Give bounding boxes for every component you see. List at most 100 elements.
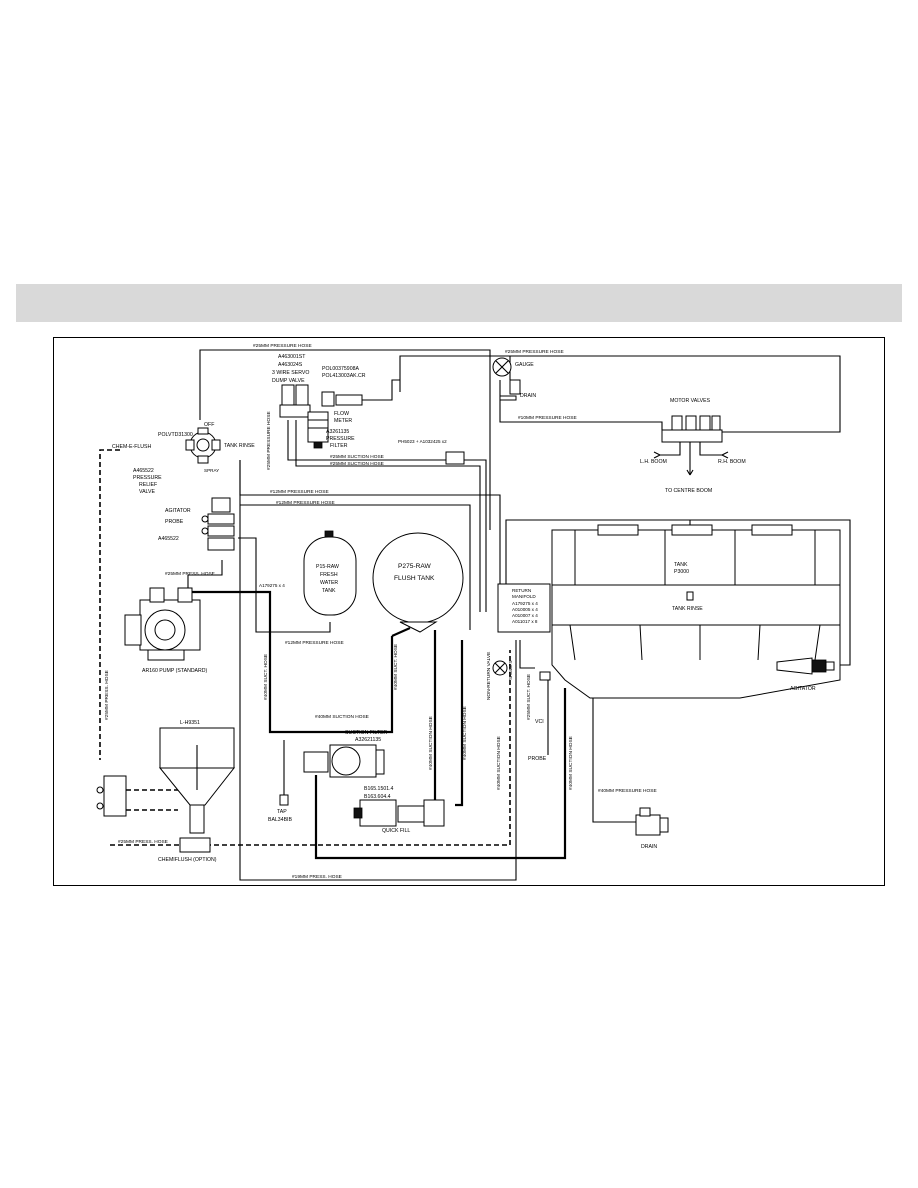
label-press-hose-19: #19MM PRESS. HOSE (292, 874, 342, 880)
label-press-hose-25-vert: #25MM PRESS. HOSE (104, 670, 110, 720)
tap (279, 740, 289, 806)
label-suction-filter1: SUCTION FILTER (345, 730, 388, 736)
label-suction-hose-b: #25MM SUCTION HOSE (330, 461, 384, 467)
label-return-6: A011017 x 8 (512, 619, 538, 624)
label-return-3: A179275 x 4 (512, 601, 538, 606)
suction-hose-25-a (287, 420, 487, 612)
quick-fill (353, 799, 445, 827)
label-l-h9351: L-H9351 (180, 720, 200, 726)
label-nonreturn: NON-RETURN VALVE (486, 652, 492, 700)
label-p275-1: P275-RAW (398, 563, 432, 570)
label-hose-12-a: #12MM PRESSURE HOSE (270, 489, 329, 495)
label-b165: B165.1501.4 (364, 786, 394, 792)
hose-to-agitator (505, 519, 851, 666)
pump (124, 587, 201, 661)
label-off: OFF (204, 422, 214, 428)
ph-valve (445, 451, 465, 465)
label-tank-1: TANK (674, 562, 688, 568)
label-filter-desc1: PRESSURE (326, 436, 355, 442)
label-motor-valves: MOTOR VALVES (670, 398, 711, 404)
label-b163: B163.604.4 (364, 794, 391, 800)
label-polvtd: POLVTD31300 (158, 432, 193, 438)
label-relief-desc1: PRESSURE (133, 475, 162, 481)
label-suction-filter2: A32621135 (355, 737, 381, 743)
label-pressure-40: #40MM PRESSURE HOSE (598, 788, 657, 794)
label-hose-12-c: #12MM PRESSURE HOSE (285, 640, 344, 646)
label-dump-desc1: 3 WIRE SERVO (272, 370, 309, 376)
label-suct-hose-40-vert: #40MM SUCT. HOSE (263, 654, 269, 700)
drain-valve (635, 807, 669, 836)
label-suct-hose-25-vert: #25MM SUCT. HOSE (526, 674, 532, 720)
label-probe-left: PROBE (165, 519, 184, 525)
suct-40-pump (190, 590, 300, 734)
return-manifold (497, 583, 551, 633)
label-p15-3: WATER (320, 580, 338, 586)
label-hose-top-right: #25MM PRESSURE HOSE (505, 349, 564, 355)
label-return-4: A010005 x 4 (512, 607, 538, 612)
header-band (16, 284, 902, 322)
label-hose-10: #10MM PRESSURE HOSE (518, 415, 577, 421)
label-tank-rinse-right: TANK RINSE (672, 606, 703, 612)
label-dump-part2: A463024S (278, 362, 303, 368)
label-p15-1: P15-RAW (316, 564, 339, 570)
label-hose-12-b: #12MM PRESSURE HOSE (276, 500, 335, 506)
label-centre-boom: TO CENTRE BOOM (665, 488, 712, 494)
label-tank-rinse-left: TANK RINSE (224, 443, 255, 449)
label-ph-part: PH5023 + A1032425 x2 (398, 439, 447, 444)
pressure-manifold (201, 497, 235, 551)
label-suct-hose-40-e: #40MM SUCTION HOSE (496, 736, 502, 790)
label-agitator-left: AGITATOR (165, 508, 191, 514)
gauge (492, 357, 521, 401)
chemiflush-hopper (158, 727, 236, 853)
non-return-valve (492, 660, 508, 676)
label-relief-desc3: VALVE (139, 489, 155, 495)
label-suct-hose-40-vert2: #40MM SUCT. HOSE (393, 644, 399, 690)
label-manifold-part: A465522 (158, 536, 179, 542)
label-relief-part: A465522 (133, 468, 154, 474)
label-filter-part: A3261135 (326, 429, 349, 435)
label-filter-desc2: FILTER (330, 443, 348, 449)
label-dump-part1: A463001ST (278, 354, 306, 360)
suct-40-main (314, 688, 567, 860)
label-press-hose-25: #25MM PRESS. HOSE (165, 571, 215, 577)
hose-12-c (238, 537, 331, 633)
control-valve (185, 427, 221, 464)
label-tank-2: P3000 (674, 569, 689, 575)
label-p15-4: TANK (322, 588, 336, 594)
press-40-drain (592, 695, 636, 823)
label-flow-meter2: METER (334, 418, 352, 424)
flush-tank (372, 532, 464, 633)
label-return-1: RETURN (512, 588, 531, 593)
label-drain-top: DRAIN (520, 393, 536, 399)
hose-10-gauge (499, 380, 663, 430)
label-suct-hose-40-d: #40MM SUCTION HOSE (462, 706, 468, 760)
label-tap1: TAP (277, 809, 287, 815)
chem-valves-left (96, 775, 127, 817)
probe-right (539, 671, 551, 681)
hose-25-top-left (199, 349, 491, 530)
label-quick-fill: QUICK FILL (382, 828, 410, 834)
agitator-right (776, 657, 835, 675)
label-nr-part: SA3437S (508, 661, 513, 680)
label-flow-part2: POL413003AK.CR (322, 373, 366, 379)
label-hose-top-left: #25MM PRESSURE HOSE (253, 343, 312, 349)
label-rh-boom: R.H. BOOM (718, 459, 746, 465)
label-agitator-right: AGITATOR (790, 686, 816, 692)
press-19-bottom (239, 460, 517, 881)
suction-filter (303, 744, 385, 778)
label-return-2: MANIFOLD (512, 594, 536, 599)
label-suct-hose-40-f: #40MM SUCTION HOSE (568, 736, 574, 790)
label-tap2: BAL34BIB (268, 817, 292, 823)
label-p15-2: FRESH (320, 572, 338, 578)
label-hose-25-vertical: #25MM PRESSURE HOSE (266, 411, 272, 470)
hose-25-top-right (399, 355, 841, 433)
label-dump-desc2: DUMP VALVE (272, 378, 305, 384)
motor-valves (661, 415, 723, 443)
label-relief-desc2: RELIEF (139, 482, 157, 488)
label-suction-40: #40MM SUCTION HOSE (315, 714, 369, 720)
label-flow-meter1: FLOW (334, 411, 349, 417)
label-p275-2: FLUSH TANK (394, 575, 435, 582)
label-spray: SPRAY (204, 468, 219, 473)
label-chem-flush: CHEM-E-FLUSH (112, 444, 151, 450)
